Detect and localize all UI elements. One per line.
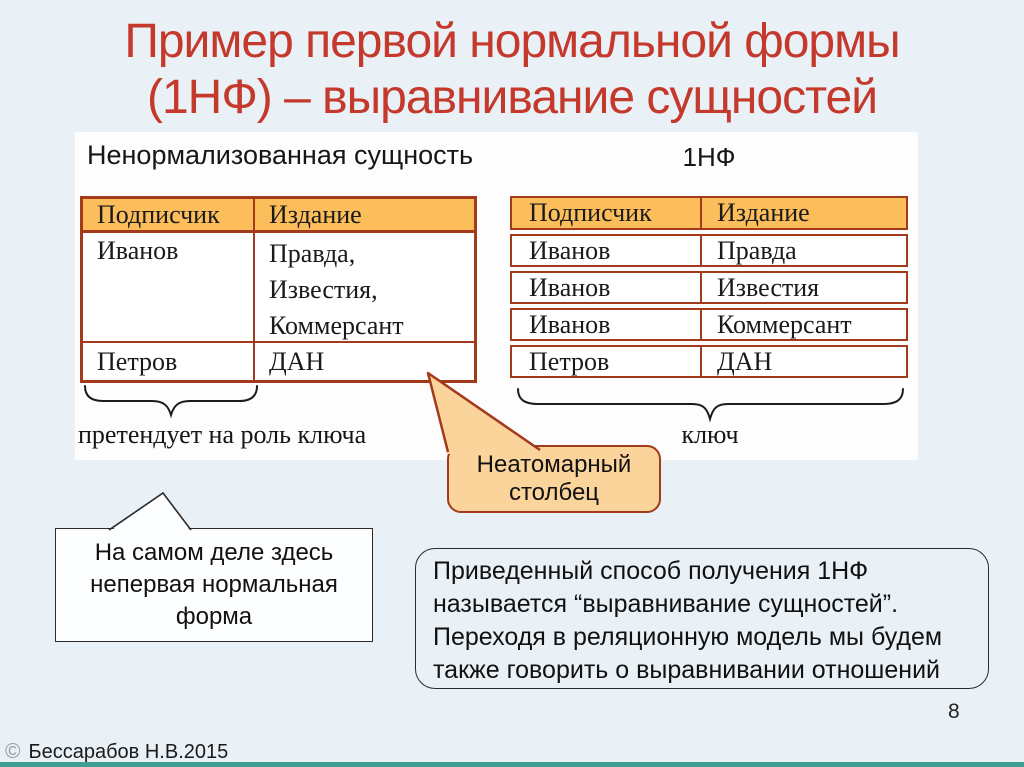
unnormalized-table-header-subscriber: Подписчик (83, 199, 255, 233)
callout-nonatomic-column: Неатомарный столбец (447, 445, 661, 513)
slide-title-line-1: Пример первой нормальной формы (124, 15, 900, 68)
table-cell: Петров (83, 343, 255, 380)
nf1-table-header-subscriber: Подписчик (512, 198, 702, 228)
copyright-icon: © (5, 740, 21, 763)
nf1-table-header-row: Подписчик Издание (510, 196, 908, 230)
footer-accent-bar (0, 762, 1024, 767)
table-row: Иванов Известия (510, 271, 908, 304)
table-row: Иванов Правда (510, 234, 908, 267)
callout-nonatomic-line-2: столбец (508, 479, 600, 506)
table-cell: Коммерсант (717, 309, 852, 339)
callout-actually-note: На самом деле здесь непервая нормальная … (55, 528, 373, 642)
nf1-table-header-publication: Издание (717, 198, 810, 227)
slide-title-line-2: (1НФ) – выравнивание сущностей (146, 71, 878, 124)
table-cell: Петров (512, 347, 702, 376)
table-cell: Иванов (512, 310, 702, 339)
unnormalized-table-header-publication: Издание (255, 199, 474, 233)
bottom-note-line-3: Переходя в реляционную модель мы будем (433, 623, 943, 651)
callout-note-line-3: форма (175, 603, 253, 630)
callout-note-line-2: непервая нормальная (90, 571, 338, 598)
bottom-note-line-2: называется “выравнивание сущностей”. (433, 590, 899, 618)
table-cell: Иванов (512, 273, 702, 302)
bottom-note-line-4: также говорить о выравнивании отношений (433, 656, 941, 684)
table-row: Петров ДАН (510, 345, 908, 378)
table-cell: Известия (717, 272, 820, 302)
table-cell: ДАН (717, 346, 773, 376)
table-cell: Правда (717, 235, 797, 265)
unnormalized-section-label: Ненормализованная сущность (87, 140, 474, 170)
left-brace-label: претендует на роль ключа (78, 420, 367, 449)
bottom-explanation-box: Приведенный способ получения 1НФ называе… (415, 548, 989, 689)
copyright: © Бессарабов Н.В.2015 (5, 740, 228, 764)
page-number: 8 (948, 700, 960, 723)
note-callout-pointer-border (108, 491, 192, 531)
nf1-section-label: 1НФ (682, 142, 736, 172)
table-cell: Иванов (83, 233, 255, 343)
nf1-table: Подписчик Издание Иванов Правда Иванов И… (510, 196, 908, 378)
unnormalized-table: Подписчик Издание Иванов Правда, Извести… (80, 196, 477, 383)
copyright-text: Бессарабов Н.В.2015 (28, 741, 229, 763)
bottom-note-line-1: Приведенный способ получения 1НФ (433, 557, 869, 585)
note-callout-pointer (109, 493, 191, 532)
callout-nonatomic-line-1: Неатомарный (476, 451, 632, 478)
slide-title: Пример первой нормальной формы (1НФ) – в… (0, 14, 1024, 126)
right-brace-label: ключ (681, 420, 739, 449)
table-cell: Иванов (512, 236, 702, 265)
table-cell: ДАН (269, 346, 325, 376)
table-cell-multivalue: Правда, Известия, Коммерсант (255, 233, 474, 343)
table-row: Иванов Коммерсант (510, 308, 908, 341)
callout-note-line-1: На самом деле здесь (94, 539, 334, 566)
